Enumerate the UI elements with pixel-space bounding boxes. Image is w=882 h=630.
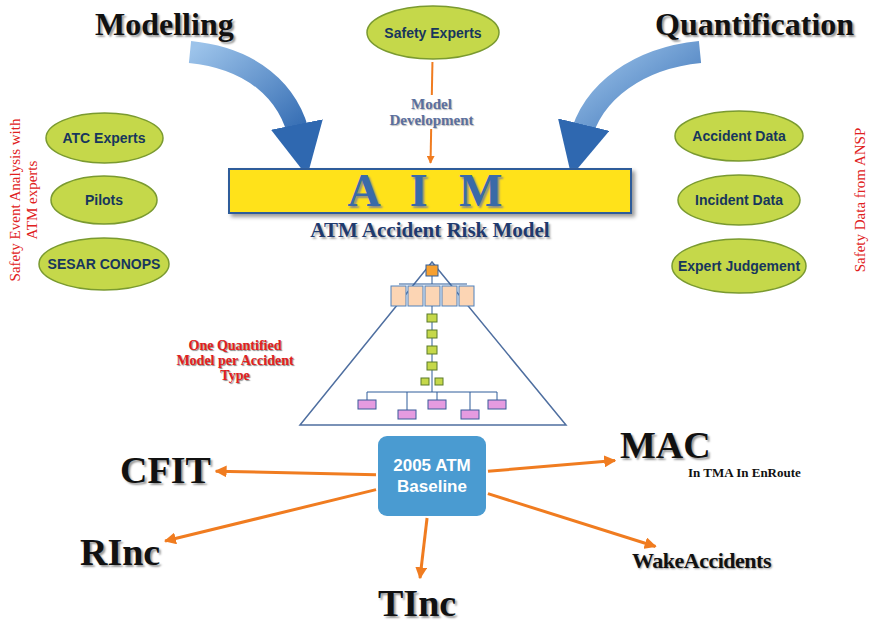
node-subtext: ATM Accident Risk Model [310, 218, 549, 243]
ellipse-node: Safety Experts [366, 5, 500, 60]
node-text: WakeAccidents [632, 548, 771, 574]
ellipse-node: Accident Data [674, 110, 804, 162]
node-text: Expert Judgement [672, 258, 806, 274]
side-note: Safety Data from ANSP [852, 110, 869, 290]
accident-type: WakeAccidents [632, 548, 771, 574]
node-text: Safety Experts [378, 25, 487, 41]
node-text: CFIT [120, 450, 211, 490]
section-heading: Quantification [655, 6, 854, 43]
node-text: SESAR CONOPS [42, 256, 167, 272]
connector-arrow [488, 494, 656, 547]
node-text: Pilots [79, 192, 129, 208]
ellipse-node: Pilots [50, 175, 158, 225]
accident-type: TInc [378, 583, 456, 623]
node-subtext: In TMA In EnRoute [688, 465, 801, 480]
ellipse-node: Expert Judgement [671, 238, 807, 294]
node-text: RInc [80, 532, 160, 572]
side-note: Safety Event Analysis with ATM experts [7, 110, 41, 290]
note-label: One Quantified Model per Accident Type [176, 338, 294, 383]
ellipse-node: Incident Data [677, 174, 801, 226]
node-text: Incident Data [689, 192, 789, 208]
edge-label: Model Development [381, 95, 481, 129]
connector-arrow [420, 518, 427, 578]
ellipse-node: ATC Experts [45, 112, 164, 164]
model-tree [300, 262, 566, 425]
connector-arrow [216, 471, 376, 475]
node-text: 2005 ATM Baseline [378, 455, 486, 497]
node-text: Accident Data [686, 128, 791, 144]
accident-type: MACIn TMA In EnRoute [620, 425, 801, 480]
accident-type: RInc [80, 532, 160, 572]
ellipse-node: SESAR CONOPS [38, 237, 170, 291]
section-heading: Modelling [95, 6, 234, 43]
connector-arrow [165, 490, 376, 541]
model-box: A I MATM Accident Risk Model [228, 168, 632, 214]
accident-type: CFIT [120, 450, 211, 490]
node-text: MAC [620, 425, 801, 465]
node-text: TInc [378, 583, 456, 623]
connector-arrow [488, 461, 615, 472]
baseline-box: 2005 ATM Baseline [378, 436, 486, 516]
node-text: ATC Experts [57, 130, 152, 146]
modelling-arrow [190, 52, 300, 140]
node-text: A I M [230, 170, 630, 212]
